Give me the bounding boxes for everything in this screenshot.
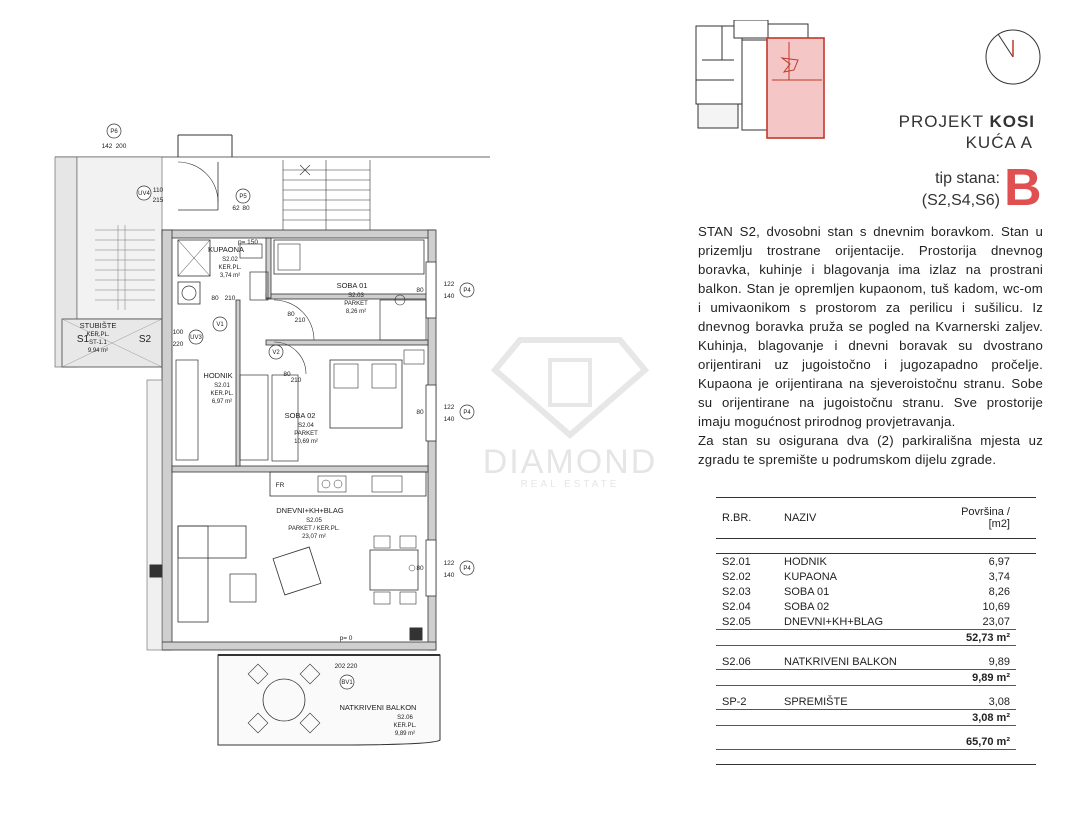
tag-p4-b: P4: [463, 410, 471, 416]
dim-v2b-w: 80: [283, 371, 291, 378]
soba02-area: 10,69 m²: [294, 439, 318, 445]
soba01-floor: PARKET: [344, 301, 368, 307]
type-units: (S2,S4,S6): [921, 192, 1000, 209]
dim-p4c-h: 140: [444, 572, 455, 579]
dim-p6-w: 142: [102, 143, 113, 150]
soba01-area: 8,26 m²: [346, 309, 366, 315]
kupaona-code: S2.02: [222, 257, 238, 263]
balkon-name: NATKRIVENI BALKON: [340, 703, 417, 712]
dim-v2b-h: 210: [291, 377, 302, 384]
key-plan-thumbnail: [695, 20, 825, 139]
level-p150: p= 150: [238, 239, 258, 246]
dim-p4c-sill: 80: [416, 565, 424, 572]
dim-bv1-h: 220: [347, 663, 358, 670]
subtotal-row: 9,89 m²: [716, 669, 1016, 686]
subtotal-row: 3,08 m²: [716, 709, 1016, 726]
dim-p4a-sill: 80: [416, 287, 424, 294]
dim-p4b-w: 122: [444, 404, 455, 411]
description-paragraph-1: STAN S2, dvosobni stan s dnevnim boravko…: [698, 224, 1043, 429]
type-block: tip stana: (S2,S4,S6): [900, 168, 1000, 212]
header-naziv: NAZIV: [784, 512, 817, 524]
building-name: KUĆA A: [965, 133, 1033, 152]
header-povrsina: Površina / [m2]: [961, 506, 1010, 530]
kupaona-floor: KER.PL.: [218, 265, 241, 271]
grand-total: 65,70 m²: [805, 734, 1016, 750]
project-name: KOSI: [989, 112, 1035, 131]
dim-p5-w: 62: [232, 205, 240, 212]
tag-v1: V1: [216, 322, 224, 328]
project-title: PROJEKT KOSI: [880, 112, 1035, 132]
balkon-area: 9,89 m²: [395, 731, 415, 737]
description: STAN S2, dvosobni stan s dnevnim boravko…: [698, 222, 1043, 469]
soba02-name: SOBA 02: [285, 411, 316, 420]
dim-p6-h: 200: [116, 143, 127, 150]
project-prefix: PROJEKT: [898, 112, 984, 131]
stair-name: STUBIŠTE: [80, 321, 117, 330]
kupaona-name: KUPAONA: [208, 245, 244, 254]
soba02-code: S2.04: [298, 423, 314, 429]
floor-plan: P6 UV4 P5 UV3 V1 V2 BV1 P4 P4 P4 142 200…: [54, 123, 490, 746]
tag-p6: P6: [110, 129, 118, 135]
dnevni-name: DNEVNI+KH+BLAG: [276, 506, 344, 515]
fridge-label: FR: [276, 482, 285, 489]
tag-bv1: BV1: [341, 680, 353, 686]
hodnik-name: HODNIK: [203, 371, 232, 380]
stair-code: ST-1.1: [89, 340, 107, 346]
soba02-floor: PARKET: [294, 431, 318, 437]
tag-uv3: UV3: [190, 335, 202, 341]
dim-uv4-w: 110: [153, 187, 164, 194]
dim-p5-h: 80: [242, 205, 250, 212]
tag-uv4: UV4: [138, 191, 150, 197]
north-arrow-icon: [985, 29, 1041, 85]
balkon-code: S2.06: [397, 715, 413, 721]
soba01-name: SOBA 01: [337, 281, 368, 290]
stair-s2: S2: [139, 334, 152, 345]
header-rbr: R.BR.: [722, 512, 752, 524]
hodnik-floor: KER.PL.: [210, 391, 233, 397]
dim-p4a-h: 140: [444, 293, 455, 300]
dim-v2a-w: 80: [287, 311, 295, 318]
type-letter: B: [1004, 159, 1042, 217]
stair-s1: S1: [77, 334, 90, 345]
dnevni-code: S2.05: [306, 518, 322, 524]
dim-p4b-sill: 80: [416, 409, 424, 416]
dnevni-area: 23,07 m²: [302, 534, 326, 540]
tag-p4-a: P4: [463, 288, 471, 294]
level-p0: p= 0: [340, 635, 353, 642]
dnevni-floor: PARKET / KER.PL.: [288, 526, 340, 532]
type-label: tip stana:: [935, 170, 1000, 187]
dim-v1-h: 210: [225, 295, 236, 302]
dim-v1-w: 80: [211, 295, 219, 302]
dim-p4c-w: 122: [444, 560, 455, 567]
dim-uv4-h: 215: [153, 197, 164, 204]
dim-v2a-h: 210: [295, 317, 306, 324]
stair-floor: KER.PL.: [86, 332, 109, 338]
dim-bv1-w: 202: [335, 663, 346, 670]
tag-p5: P5: [239, 194, 247, 200]
dim-p4b-h: 140: [444, 416, 455, 423]
soba01-code: S2.03: [348, 293, 364, 299]
subtotal-row: 52,73 m²: [716, 629, 1016, 646]
hodnik-code: S2.01: [214, 383, 230, 389]
kupaona-area: 3,74 m²: [220, 273, 240, 279]
description-paragraph-2: Za stan su osigurana dva (2) parkirališn…: [698, 433, 1043, 467]
hodnik-area: 6,97 m²: [212, 399, 232, 405]
dim-uv3-w: 100: [173, 329, 184, 336]
dim-p4a-w: 122: [444, 281, 455, 288]
balkon-floor: KER.PL.: [393, 723, 416, 729]
stair-area: 9,94 m²: [88, 348, 108, 354]
dim-uv3-h: 220: [173, 341, 184, 348]
tag-p4-c: P4: [463, 566, 471, 572]
tag-v2: V2: [272, 350, 280, 356]
grand-total-row: 65,70 m²: [716, 734, 1016, 750]
